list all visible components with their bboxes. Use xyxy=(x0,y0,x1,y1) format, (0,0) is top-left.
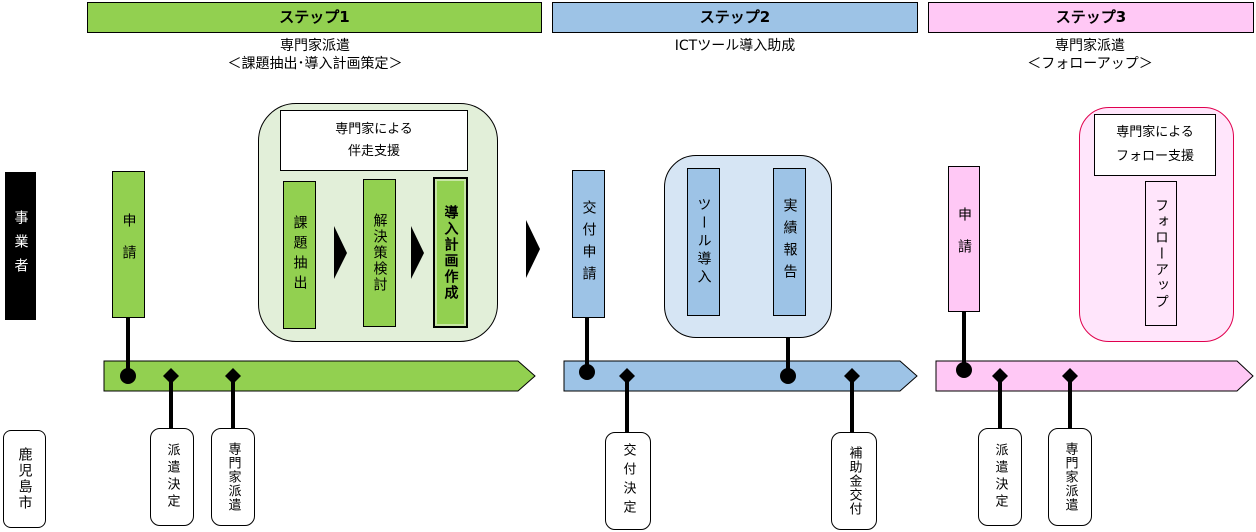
step2-apply-label: 交付申請 xyxy=(580,200,597,288)
task-performance-report-label: 実績報告 xyxy=(781,198,798,286)
task-plan-creation: 導入計画作成 xyxy=(433,177,468,328)
diamond-marker-icon xyxy=(844,368,860,384)
step2-subtitle: ICTツール導入助成 xyxy=(600,37,870,55)
step2-city-box-1: 交付決定 xyxy=(605,432,651,530)
task-performance-report: 実績報告 xyxy=(773,168,806,316)
timeline-bar-step2 xyxy=(563,360,918,392)
circle-marker-icon xyxy=(579,364,595,380)
step1-city-box-1: 派遣決定 xyxy=(150,428,194,526)
timeline-bar-step3 xyxy=(935,360,1254,392)
step3-city-label-1: 派遣決定 xyxy=(992,443,1008,511)
step3-apply-box: 申請 xyxy=(948,166,980,312)
actor-business-label: 事業者 xyxy=(12,210,29,282)
timeline-bar-step1 xyxy=(103,360,536,392)
task-plan-creation-label: 導入計画作成 xyxy=(442,204,459,301)
step3-city-box-1: 派遣決定 xyxy=(978,428,1022,526)
step2-city-label-2: 補助金交付 xyxy=(846,446,862,516)
task-issue-extraction-label: 課題抽出 xyxy=(291,215,308,295)
actor-city: 鹿児島市 xyxy=(3,430,46,528)
diamond-marker-icon xyxy=(1062,368,1078,384)
step3-city-label-2: 専門家派遣 xyxy=(1062,442,1078,512)
task-follow-up: フォローアップ xyxy=(1145,181,1177,326)
step3-header: ステップ3 xyxy=(928,2,1254,33)
task-issue-extraction: 課題抽出 xyxy=(283,181,316,329)
diamond-marker-icon xyxy=(225,368,241,384)
step1-apply-label: 申請 xyxy=(120,212,137,277)
task-tool-introduction-label: ツール導入 xyxy=(695,197,712,287)
step1-support-title: 専門家による 伴走支援 xyxy=(280,110,468,171)
step3-support-title: 専門家による フォロー支援 xyxy=(1094,114,1216,176)
step3-city-box-2: 専門家派遣 xyxy=(1048,428,1092,526)
step3-subtitle-line1: 専門家派遣 xyxy=(1055,38,1125,54)
diamond-marker-icon xyxy=(992,368,1008,384)
step3-apply-label: 申請 xyxy=(956,207,972,271)
diamond-marker-icon xyxy=(163,368,179,384)
step3-subtitle: 専門家派遣 ＜フォローアップ＞ xyxy=(960,37,1220,73)
step1-city-box-2: 専門家派遣 xyxy=(211,428,255,526)
step1-support-line1: 専門家による xyxy=(335,122,413,137)
triangle-right-icon xyxy=(526,220,540,278)
circle-marker-icon xyxy=(120,368,136,384)
task-follow-up-label: フォローアップ xyxy=(1153,197,1169,310)
triangle-right-icon xyxy=(334,226,347,279)
step2-city-box-2: 補助金交付 xyxy=(831,432,877,530)
task-solution-review: 解決策検討 xyxy=(363,179,396,327)
triangle-right-icon xyxy=(411,226,424,279)
actor-city-label: 鹿児島市 xyxy=(16,447,33,511)
step3-support-line1: 専門家による xyxy=(1116,125,1194,140)
step2-header: ステップ2 xyxy=(552,2,918,33)
step1-header: ステップ1 xyxy=(87,2,542,33)
step2-city-label-1: 交付決定 xyxy=(620,443,636,519)
step3-subtitle-line2: ＜フォローアップ＞ xyxy=(1027,56,1153,72)
step1-subtitle: 専門家派遣 ＜課題抽出･導入計画策定＞ xyxy=(150,37,480,73)
diamond-marker-icon xyxy=(619,368,635,384)
step2-apply-box: 交付申請 xyxy=(572,170,605,318)
step1-subtitle-line2: ＜課題抽出･導入計画策定＞ xyxy=(227,56,403,72)
task-tool-introduction: ツール導入 xyxy=(687,168,720,316)
step1-city-label-1: 派遣決定 xyxy=(164,443,180,511)
step1-city-label-2: 専門家派遣 xyxy=(225,442,241,512)
actor-business: 事業者 xyxy=(5,172,36,320)
step2-subtitle-line1: ICTツール導入助成 xyxy=(674,38,796,54)
circle-marker-icon xyxy=(780,368,796,384)
step1-support-line2: 伴走支援 xyxy=(347,144,400,159)
circle-marker-icon xyxy=(956,362,972,378)
task-solution-review-label: 解決策検討 xyxy=(371,213,388,293)
step3-support-line2: フォロー支援 xyxy=(1115,149,1194,164)
step1-apply-box: 申請 xyxy=(112,171,145,318)
step1-subtitle-line1: 専門家派遣 xyxy=(280,38,350,54)
